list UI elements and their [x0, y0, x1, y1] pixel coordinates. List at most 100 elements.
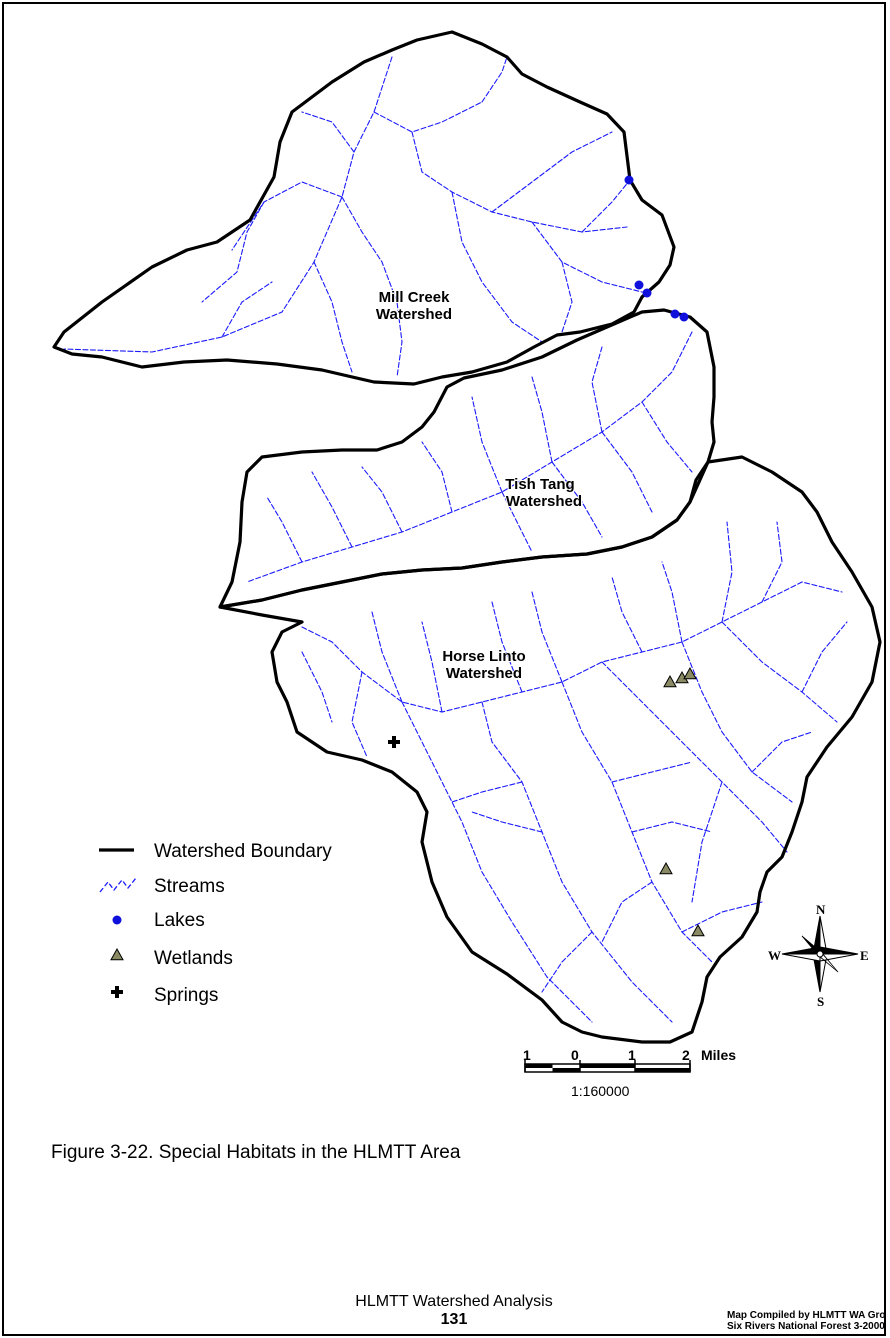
scale-tick-label-0: 0 — [571, 1047, 579, 1063]
stream-line — [551, 461, 603, 538]
stream-network — [63, 56, 848, 1023]
scale-ratio: 1:160000 — [571, 1083, 630, 1099]
stream-line — [311, 471, 353, 548]
watershed-boundaries — [52, 30, 882, 1044]
lake-dot-icon — [624, 175, 634, 185]
stream-line — [301, 651, 333, 723]
scale-tick-label-1b: 1 — [628, 1047, 636, 1063]
stream-line — [691, 781, 723, 903]
lake-dot-icon — [642, 288, 652, 298]
stream-line — [221, 281, 273, 338]
legend-symbols — [99, 848, 137, 998]
stream-line — [491, 131, 613, 213]
watershed-label-tish-tang: Tish Tang Watershed — [505, 476, 583, 510]
stream-line — [601, 881, 653, 943]
spring-cross-icon — [388, 736, 400, 748]
watershed-label-horse-linto: Horse Linto Watershed — [442, 648, 526, 682]
stream-line — [481, 56, 508, 103]
spring-cross-icon — [111, 986, 123, 998]
stream-line — [401, 701, 593, 1023]
stream-line — [661, 561, 683, 643]
stream-line — [561, 261, 573, 333]
stream-line — [313, 261, 353, 373]
stream-line — [63, 56, 393, 353]
stream-line — [361, 466, 403, 533]
stream-line — [601, 661, 788, 853]
stream-line — [751, 731, 813, 773]
scale-tick-label-2: 2 — [682, 1047, 690, 1063]
stream-line — [471, 396, 503, 493]
lake-dot-icon — [634, 280, 644, 290]
watershed-label-mill-creek: Mill Creek Watershed — [375, 289, 453, 323]
stream-line — [231, 181, 343, 251]
stream-line — [491, 601, 523, 693]
scale-bar — [524, 1060, 691, 1073]
stream-line — [246, 331, 693, 583]
scale-unit-label: Miles — [701, 1047, 737, 1063]
stream-line — [681, 901, 763, 933]
stream-line — [301, 581, 843, 713]
habitat-symbols — [388, 175, 705, 937]
stream-line — [611, 761, 693, 783]
stream-line — [201, 201, 265, 303]
lake-dot-icon — [679, 312, 689, 322]
stream-line — [301, 111, 355, 153]
stream-line — [581, 179, 631, 233]
stream-line — [481, 701, 673, 1023]
mill-creek-boundary — [52, 30, 676, 386]
stream-line — [341, 196, 403, 378]
stream-line — [641, 401, 693, 473]
lake-dot-icon — [670, 309, 680, 319]
stream-line — [451, 781, 523, 803]
legend-label-boundary: Watershed Boundary — [154, 841, 332, 862]
stream-line — [471, 811, 543, 833]
stream-line — [601, 431, 653, 513]
credit-line-1: Map Compiled by HLMTT WA Group — [727, 1310, 886, 1321]
figure-caption: Figure 3-22. Special Habitats in the HLM… — [51, 1142, 461, 1163]
stream-line-icon — [99, 877, 137, 893]
stream-line — [411, 131, 628, 233]
page-number: 131 — [440, 1311, 468, 1328]
map-canvas — [52, 30, 882, 1073]
compass-east-label: E — [860, 948, 869, 963]
credit-line-2: Six Rivers National Forest 3-2000 — [727, 1321, 885, 1332]
stream-line — [591, 346, 603, 433]
stream-line — [421, 621, 443, 713]
lake-dot-icon — [112, 915, 122, 925]
wetland-triangle-icon — [110, 947, 124, 961]
scale-tick-label-1a: 1 — [523, 1047, 531, 1063]
stream-line — [531, 591, 563, 683]
stream-line — [761, 521, 783, 603]
stream-line — [531, 221, 643, 293]
stream-line — [421, 441, 453, 513]
wetland-triangle-icon — [663, 674, 677, 688]
stream-line — [501, 491, 533, 553]
stream-line — [801, 621, 848, 693]
horse-linto-boundary — [218, 455, 882, 1044]
compass-rose-icon — [781, 915, 859, 993]
stream-line — [631, 821, 713, 833]
legend-label-streams: Streams — [154, 876, 225, 897]
map-credits: Map Compiled by HLMTT WA Group Six River… — [727, 1310, 886, 1332]
stream-line — [721, 521, 733, 623]
stream-line — [611, 576, 643, 653]
footer-title-block: HLMTT Watershed Analysis 131 — [324, 1293, 584, 1329]
stream-line — [541, 931, 593, 993]
stream-line — [371, 611, 403, 703]
tish-tang-boundary — [218, 308, 716, 609]
compass-north-label: N — [816, 902, 826, 917]
stream-line — [531, 376, 553, 463]
wetland-triangle-icon — [659, 861, 673, 875]
legend-label-wetlands: Wetlands — [154, 948, 233, 969]
stream-line — [681, 641, 793, 803]
wetland-triangle-icon — [691, 923, 705, 937]
footer-title: HLMTT Watershed Analysis — [355, 1293, 553, 1310]
compass-south-label: S — [817, 994, 825, 1009]
stream-line — [266, 496, 303, 563]
compass-west-label: W — [768, 948, 781, 963]
stream-line — [451, 191, 543, 343]
stream-line — [351, 671, 368, 758]
legend-label-springs: Springs — [154, 985, 219, 1006]
stream-line — [373, 101, 483, 133]
